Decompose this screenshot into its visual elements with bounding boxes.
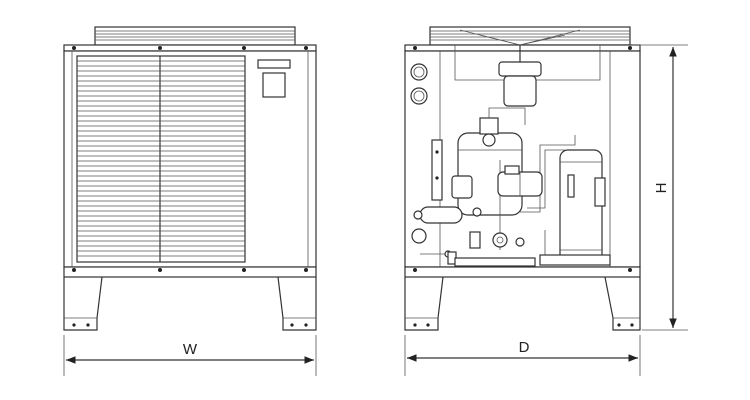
side-view (404, 26, 641, 331)
height-dimension: H (632, 44, 688, 331)
width-dimension: W (63, 335, 317, 376)
side-legs (404, 276, 641, 331)
fan-assembly (454, 29, 601, 107)
front-top-cover (63, 44, 317, 52)
side-bracket (431, 139, 443, 201)
front-fan-guard (94, 26, 296, 46)
filter-dryer (497, 165, 543, 197)
width-label: W (183, 341, 198, 358)
service-valves (420, 231, 525, 265)
side-top-cover (404, 44, 641, 52)
front-view (63, 26, 317, 331)
front-base (63, 266, 317, 278)
side-base (404, 266, 641, 278)
depth-dimension: D (404, 335, 641, 376)
front-rivets (72, 46, 308, 327)
front-louvre-grille (76, 55, 246, 263)
liquid-receiver (559, 149, 606, 263)
pressure-gauges (410, 63, 428, 105)
height-label: H (653, 183, 670, 194)
side-rivets (413, 46, 634, 327)
side-fan-guard (429, 26, 631, 46)
depth-label: D (519, 339, 530, 356)
front-legs (63, 276, 317, 331)
side-base-rail (454, 254, 611, 267)
sight-glass (411, 206, 482, 244)
nameplate (257, 59, 291, 98)
